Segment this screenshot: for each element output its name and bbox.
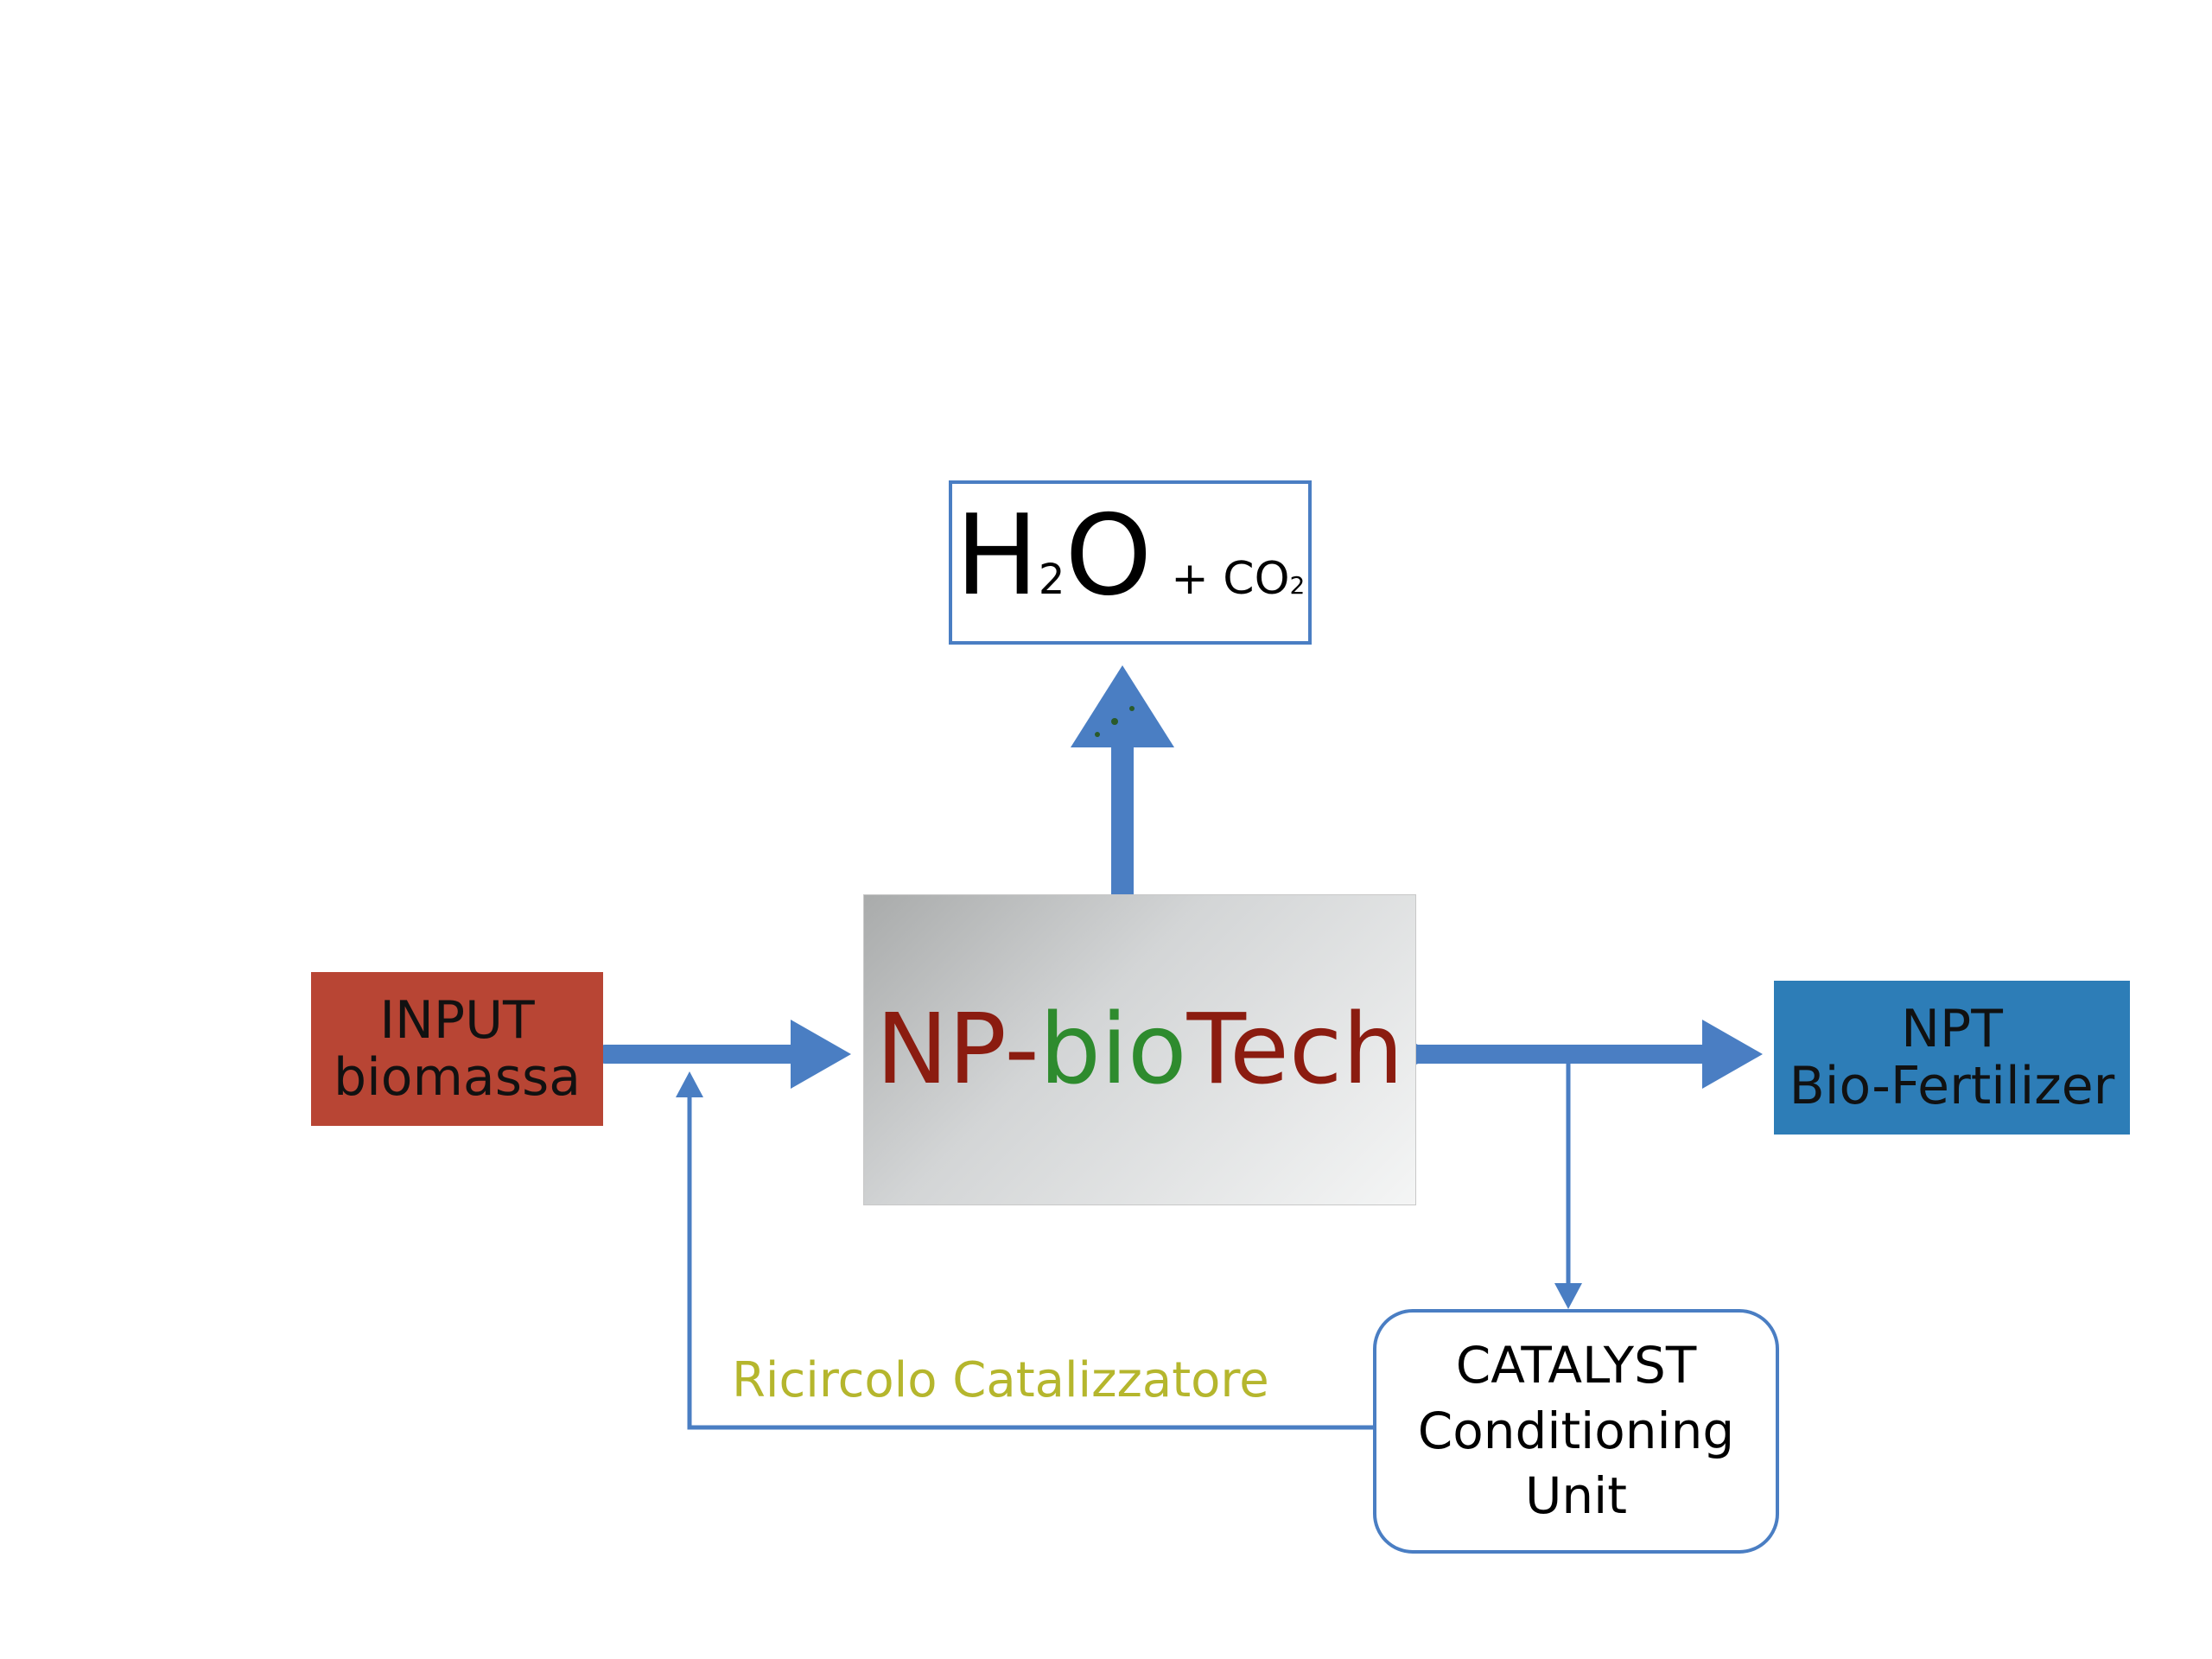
branch-to-catalyst-head <box>1554 1283 1582 1309</box>
product-line1: NPT <box>1901 999 2003 1059</box>
recirculation-label: Ricircolo Catalizzatore <box>732 1352 1269 1408</box>
arrow-up-speck <box>1095 732 1100 737</box>
h2o-formula: H2O <box>955 492 1153 620</box>
input-biomass-box: INPUT biomassa <box>311 972 603 1126</box>
input-line1: INPUT <box>379 990 535 1051</box>
gas-output-box: H2O + CO2 <box>949 480 1312 645</box>
catalyst-line3: Unit <box>1524 1466 1628 1526</box>
co2-formula: + CO2 <box>1171 553 1306 605</box>
reactor-label: NP-bioTech <box>875 994 1404 1106</box>
recirculation-head <box>676 1071 703 1097</box>
catalyst-conditioning-box: CATALYST Conditioning Unit <box>1373 1309 1779 1554</box>
catalyst-line1: CATALYST <box>1455 1336 1697 1395</box>
recirculation-line <box>687 1096 1373 1430</box>
arrow-output-head <box>1702 1020 1763 1089</box>
product-line2: Bio-Fertilizer <box>1789 1056 2115 1116</box>
reactor-box: NP-bioTech <box>863 894 1416 1205</box>
catalyst-line2: Conditioning <box>1417 1401 1735 1460</box>
arrow-up-head <box>1071 665 1174 747</box>
arrow-up-speck <box>1129 706 1135 711</box>
bio-fertilizer-box: NPT Bio-Fertilizer <box>1774 981 2130 1135</box>
input-line2: biomassa <box>334 1047 581 1108</box>
arrow-input-head <box>791 1020 851 1089</box>
arrow-up-speck <box>1111 718 1118 725</box>
